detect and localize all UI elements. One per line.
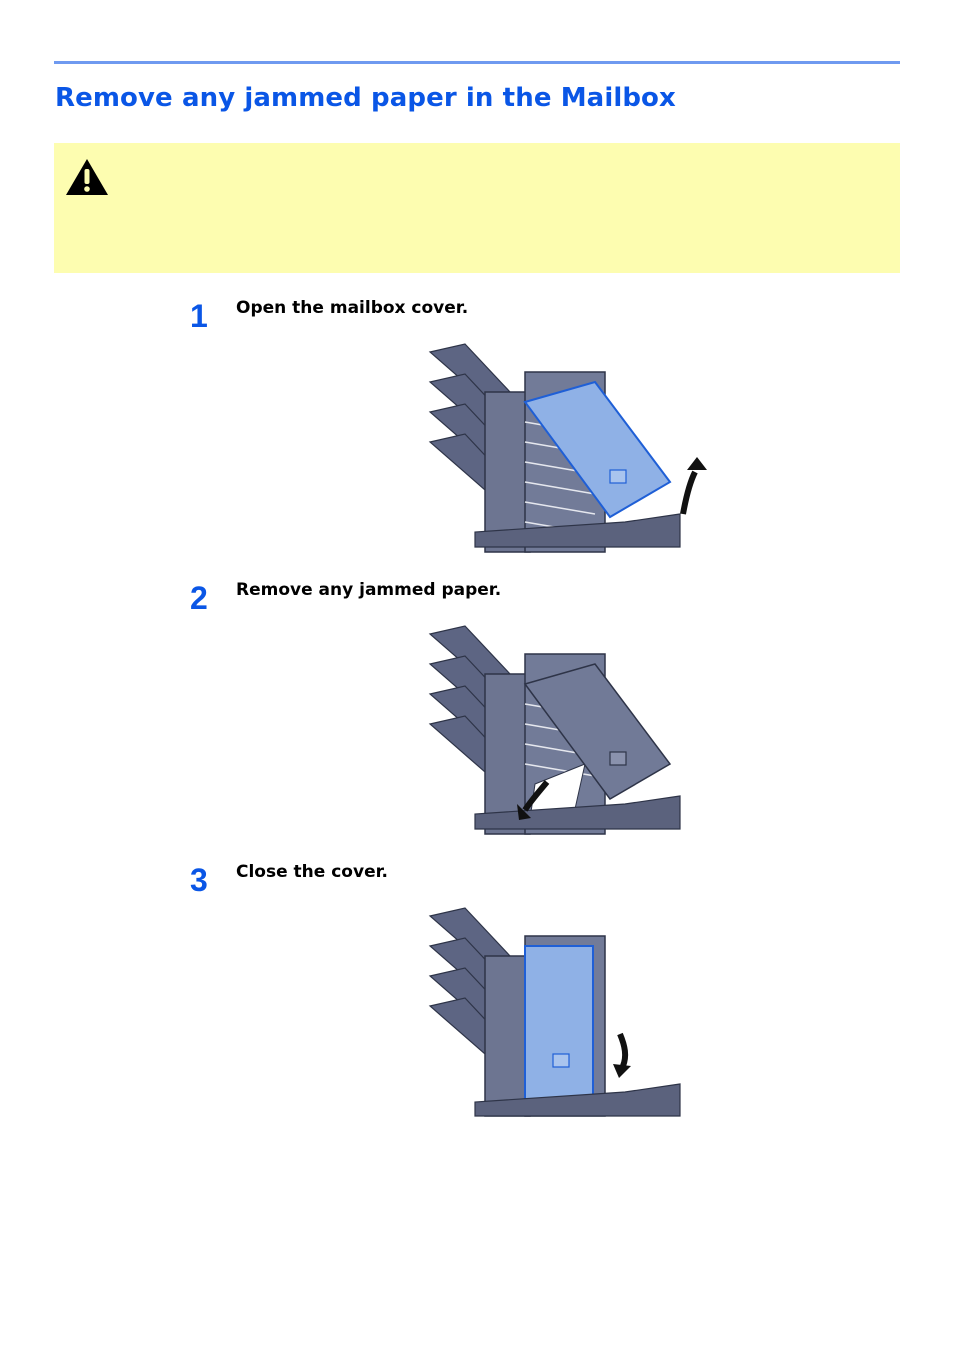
base-unit (474, 795, 681, 830)
close-arrow (617, 1032, 629, 1068)
base-unit (474, 1083, 681, 1117)
step-number-1: 1 (190, 298, 208, 334)
mailbox-cover-open-illustration (428, 343, 707, 553)
mailbox-body (484, 391, 531, 553)
cover-latch (609, 751, 627, 766)
mailbox-body (484, 673, 531, 835)
step-text-1: Open the mailbox cover. (236, 298, 469, 318)
open-arrow (680, 470, 698, 515)
step-text-2: Remove any jammed paper. (236, 580, 502, 600)
step-number-3: 3 (190, 862, 208, 898)
cover-latch (552, 1053, 570, 1068)
mailbox-cover-close-illustration (428, 907, 681, 1117)
mailbox-cover (523, 380, 672, 519)
base-unit (474, 513, 681, 548)
mailbox-cover (524, 945, 594, 1112)
mailbox-body (484, 955, 531, 1117)
mailbox-cover (523, 663, 672, 800)
warning-triangle-icon (66, 159, 108, 195)
pull-arrow (522, 780, 550, 812)
remove-jammed-paper-illustration (428, 625, 681, 835)
page-title: Remove any jammed paper in the Mailbox (55, 83, 676, 113)
header-rule (54, 61, 900, 64)
cover-latch (609, 469, 627, 484)
step-number-2: 2 (190, 580, 208, 616)
step-text-3: Close the cover. (236, 862, 389, 882)
caution-box (54, 143, 900, 273)
